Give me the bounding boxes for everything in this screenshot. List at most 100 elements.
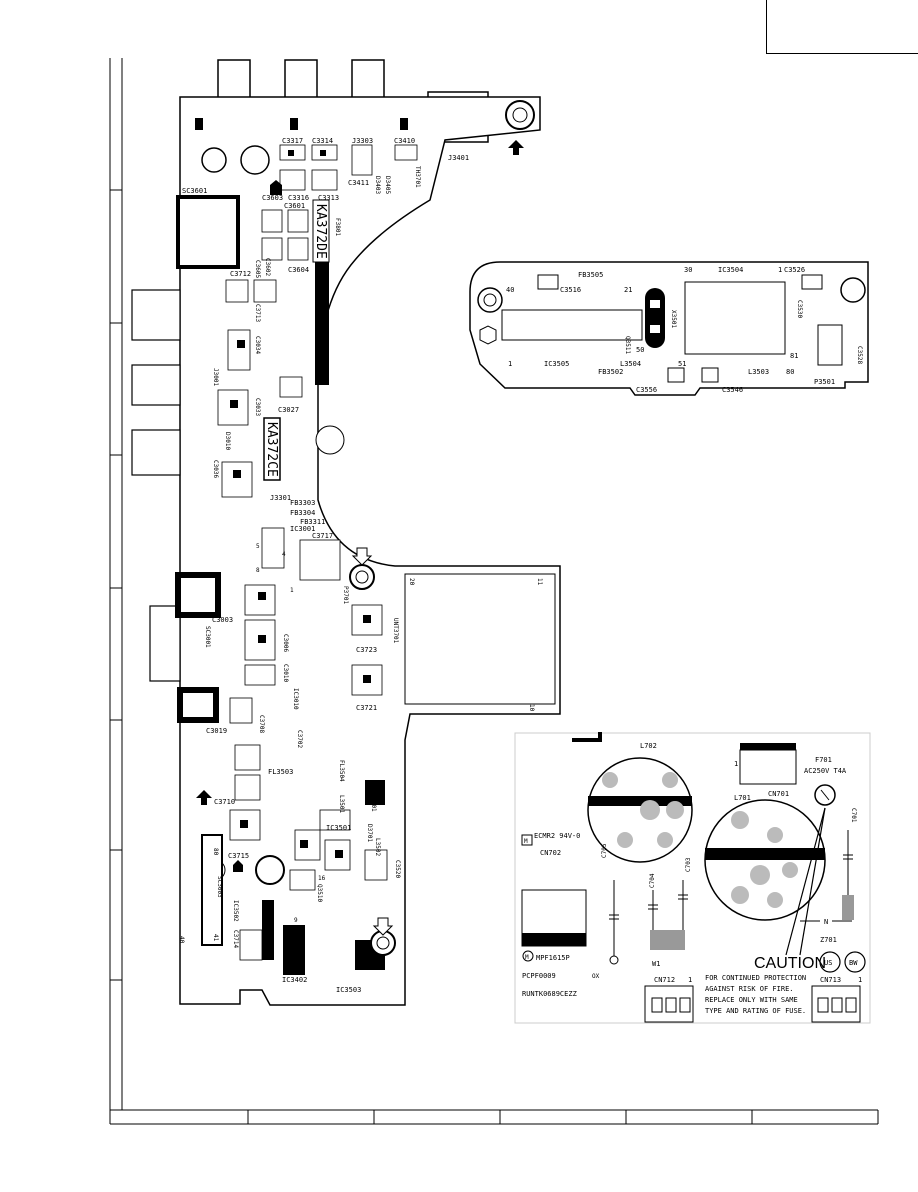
label-l701: L701 [734,794,751,802]
pin-1: 1 [290,587,294,594]
label-c3317: C3317 [282,137,303,145]
label-c3556: C3556 [636,386,657,394]
power-board-labels: L702 F701 AC250V T4A L701 CN701 C701 ECM… [522,742,862,1015]
label-c3034: C3034 [254,336,261,354]
power-board: M M L702 F701 AC250V T4A L701 CN701 C701… [514,732,871,1024]
label-c3715: C3715 [228,852,249,860]
label-c701: C701 [850,808,857,823]
svg-text:M: M [525,954,529,961]
warning-line-3: REPLACE ONLY WITH SAME [705,996,798,1004]
label-c3313: C3313 [318,194,339,202]
label-runtk: RUNTK0689CEZZ [522,990,577,998]
label-ecmr2: ECMR2 94V-0 [534,832,580,840]
label-ic3402: IC3402 [282,976,307,984]
pin-16: 16 [318,875,326,882]
pin-4: 4 [282,551,286,558]
pin-40-sub: 40 [506,286,514,294]
sub-board: FB3505 C3516 IC3504 C3526 X3501 Q3511 C3… [469,261,869,396]
pin-1a-sub: 1 [778,266,782,274]
pin-1-cn712: 1 [688,976,692,984]
label-c3411: C3411 [348,179,369,187]
label-c3526: C3526 [784,266,805,274]
label-c3721: C3721 [356,704,377,712]
label-cn702: CN702 [540,849,561,857]
label-c3710: C3710 [214,798,235,806]
pin-8: 8 [256,567,260,574]
label-l3501: L3501 [338,795,345,813]
arrow-markers [196,140,524,936]
warning-line-1: FOR CONTINUED PROTECTION [705,974,806,982]
label-c3019: C3019 [206,727,227,735]
label-fb3505: FB3505 [578,271,603,279]
label-d3010: D3010 [224,432,231,450]
main-board: KA372DE KA372CE C3317 C3314 J3303 C3410 … [131,59,561,1006]
label-c3603: C3603 [262,194,283,202]
label-j3301: J3301 [270,494,291,502]
cn701-connector [739,749,797,785]
label-c3708: C3708 [258,715,265,733]
pin-51-sub: 51 [678,360,686,368]
label-part-no: MPF1615P [536,954,570,962]
pin-5: 5 [256,543,260,550]
unt3701-module [404,573,556,705]
label-c3714: C3714 [232,930,239,948]
pin-40: 40 [178,936,185,944]
us-mark: US [824,959,832,967]
cn713-connector [811,985,861,1023]
label-c3717: C3717 [312,532,333,540]
label-fb3303: FB3303 [290,499,315,507]
label-c3410: C3410 [394,137,415,145]
label-c3702: C3702 [296,730,303,748]
label-z701: Z701 [820,936,837,944]
label-c3528: C3528 [856,346,863,364]
label-fl3504: FL3504 [338,760,345,782]
label-l3504: L3504 [620,360,641,368]
label-cn713: CN713 [820,976,841,984]
label-fb3304: FB3304 [290,509,315,517]
p3501-connector [817,324,843,366]
label-sc3003: SC3003 [216,876,223,898]
label-sc3001: SC3001 [204,626,211,648]
label-j3001: J3001 [212,368,219,386]
pin-1-cn713: 1 [858,976,862,984]
ic3504-chip [684,281,786,355]
label-fb3311: FB3311 [300,518,325,526]
main-board-labels: C3317 C3314 J3303 C3410 J3401 C3316 C331… [178,137,543,994]
label-w1: W1 [652,960,660,968]
label-c3036: C3036 [212,460,219,478]
sc3003-connector [201,834,223,946]
pin-1-cn701: 1 [734,760,738,768]
bw-mark: BW [849,959,858,967]
label-c704: C704 [649,873,656,888]
label-ic3010: IC3010 [292,688,299,710]
label-c3546: C3546 [722,386,743,394]
label-c703: C703 [685,857,692,872]
svg-text:M: M [524,838,528,845]
label-sc3601: SC3601 [182,187,207,195]
label-c3723: C3723 [356,646,377,654]
pin-20: 20 [408,578,415,586]
pin-41: 41 [212,934,219,942]
label-c3316: C3316 [288,194,309,202]
label-cn712: CN712 [654,976,675,984]
pin-1b-sub: 1 [508,360,512,368]
label-c3605: C3605 [254,260,261,278]
label-c3604: C3604 [288,266,309,274]
label-l3503: L3503 [748,368,769,376]
label-cn701: CN701 [768,790,789,798]
pin-10: 10 [528,704,535,712]
label-c3530: C3530 [796,300,803,318]
pin-21-sub: 21 [624,286,632,294]
pin-9: 9 [294,917,298,924]
pad-marks [230,150,371,858]
label-ic3505: IC3505 [544,360,569,368]
drawing-frame [109,58,879,1125]
label-c3516: C3516 [560,286,581,294]
label-fuse-rating: AC250V T4A [804,767,847,775]
label-c3027: C3027 [278,406,299,414]
label-f3801: F3801 [334,218,341,236]
label-c3602: C3602 [264,258,271,276]
caution-label: CAUTION [754,955,826,972]
label-c3003: C3003 [212,616,233,624]
